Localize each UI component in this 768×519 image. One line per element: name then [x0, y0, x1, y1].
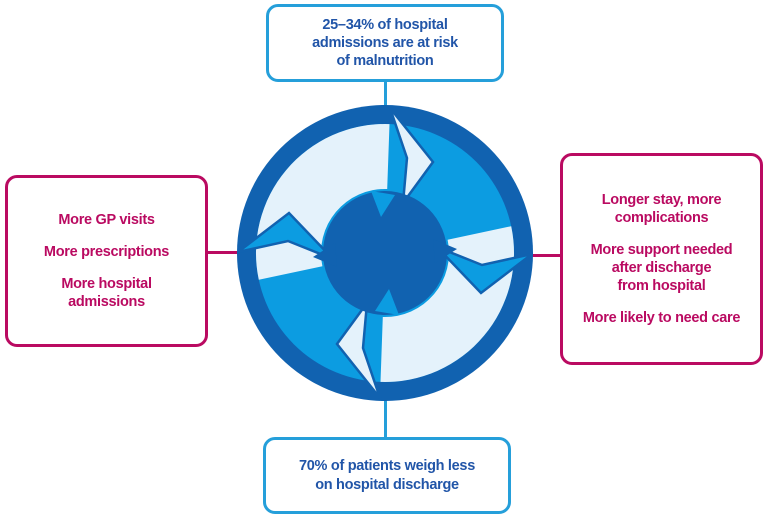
- connector-right: [531, 254, 562, 257]
- card-item-prescriptions: More prescriptions: [43, 243, 170, 260]
- cycle-hub-tab-left: [313, 243, 337, 267]
- card-item-support-needed: More support needed after discharge from…: [590, 241, 733, 295]
- connector-bottom: [384, 399, 387, 437]
- stat-card-admissions-risk: 25–34% of hospital admissions are at ris…: [266, 4, 504, 82]
- stat-card-weight-loss: 70% of patients weigh less on hospital d…: [263, 437, 511, 514]
- connector-left: [206, 251, 239, 254]
- card-item-gp-visits: More GP visits: [58, 211, 155, 228]
- cycle-arrows-icon: [237, 105, 533, 401]
- cycle-hub-notch-top: [371, 191, 395, 217]
- cycle-center-hub: [323, 191, 447, 315]
- cycle-hub-tab-right: [433, 239, 457, 263]
- card-primary-care-consequences: More GP visits More prescriptions More h…: [5, 175, 208, 347]
- card-item-hospital-admissions: More hospital admissions: [61, 276, 152, 311]
- card-item-longer-stay: Longer stay, more complications: [601, 191, 722, 226]
- connector-top: [384, 82, 387, 109]
- card-hospital-consequences: Longer stay, more complications More sup…: [560, 153, 763, 365]
- cycle-hub-notch-bottom: [375, 289, 399, 315]
- card-item-need-care: More likely to need care: [582, 310, 741, 327]
